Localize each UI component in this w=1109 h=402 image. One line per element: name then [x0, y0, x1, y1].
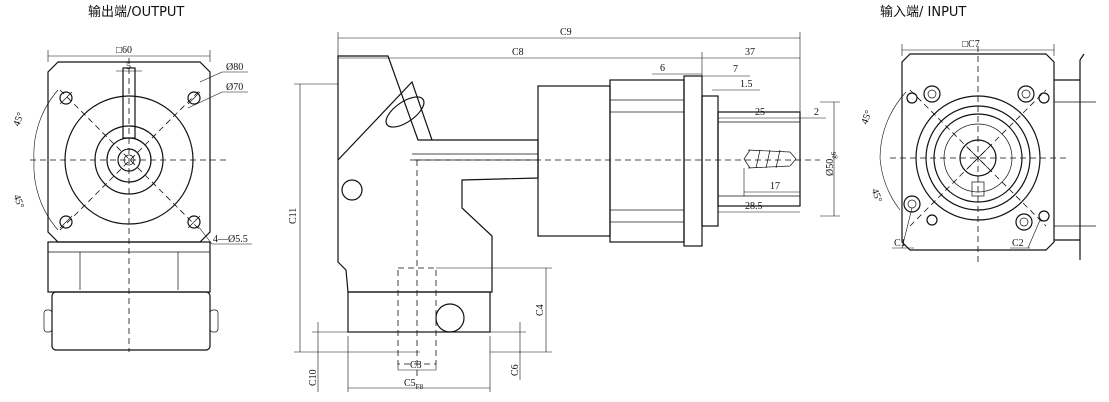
side-angled-port	[385, 96, 425, 128]
side-dim-17: 17	[770, 181, 780, 192]
side-dim-c4: C4	[535, 304, 546, 316]
side-dim-1-5: 1.5	[740, 79, 753, 90]
output-square-dim: □60	[116, 45, 132, 56]
side-dim-2: 2	[814, 107, 819, 118]
input-end-view: □C7 45° 45° C1 C2	[860, 39, 1096, 262]
input-flange	[901, 53, 1055, 251]
output-mount-holes	[59, 91, 201, 229]
input-title: 输入端/ INPUT	[880, 4, 966, 20]
output-title: 输出端/OUTPUT	[88, 4, 184, 20]
side-dim-25: 25	[755, 107, 765, 118]
side-dim-28-5: 28.5	[745, 201, 763, 212]
input-square-dim: □C7	[962, 39, 980, 50]
side-output-hole	[435, 303, 465, 333]
side-motor-flange	[609, 79, 685, 243]
output-end-view: 45° 45° □60 5 Ø80 Ø70 4—Ø5.5	[11, 45, 252, 352]
input-c2-label: C2	[1012, 238, 1024, 249]
svg-text:Ø50g6: Ø50g6	[825, 151, 838, 176]
side-dim-c6: C6	[510, 364, 521, 376]
side-dim-6: 6	[660, 63, 665, 74]
side-shaft-tol: g6	[830, 151, 838, 159]
input-angle-top: 45°	[860, 109, 875, 126]
side-dim-37: 37	[745, 47, 755, 58]
side-dim-c10: C10	[308, 369, 319, 386]
side-gear-housing	[537, 85, 611, 237]
side-dim-c3: C3	[410, 360, 422, 371]
side-dim-7: 7	[733, 64, 738, 75]
input-c1-label: C1	[894, 238, 906, 249]
output-key-dim: 5	[126, 61, 131, 72]
output-d80-label: Ø80	[226, 62, 243, 73]
output-holes-label: 4—Ø5.5	[213, 234, 248, 245]
side-angle-housing	[337, 55, 539, 293]
side-dim-c5-tol: F8	[416, 383, 424, 391]
svg-text:C5F8: C5F8	[404, 378, 424, 391]
side-shaft-dia: Ø50	[825, 159, 836, 176]
input-angle-bottom: 45°	[869, 187, 884, 204]
side-view: C9 C8 37 6 7 1.5 25 2 Ø50g6 17 28.5 C11	[288, 27, 840, 392]
side-dim-c5: C5	[404, 378, 416, 389]
side-vent-hole	[341, 179, 363, 201]
output-d70-label: Ø70	[226, 82, 243, 93]
side-input-shaft	[717, 111, 801, 207]
side-dim-c9: C9	[560, 27, 572, 38]
side-adapter-plate	[683, 75, 703, 247]
output-motor-body	[51, 291, 211, 351]
output-angle-bottom: 45°	[11, 193, 26, 210]
side-dim-c11: C11	[288, 208, 299, 224]
side-dim-c8: C8	[512, 47, 524, 58]
side-output-flange	[347, 291, 491, 333]
output-angle-top: 45°	[12, 111, 27, 128]
